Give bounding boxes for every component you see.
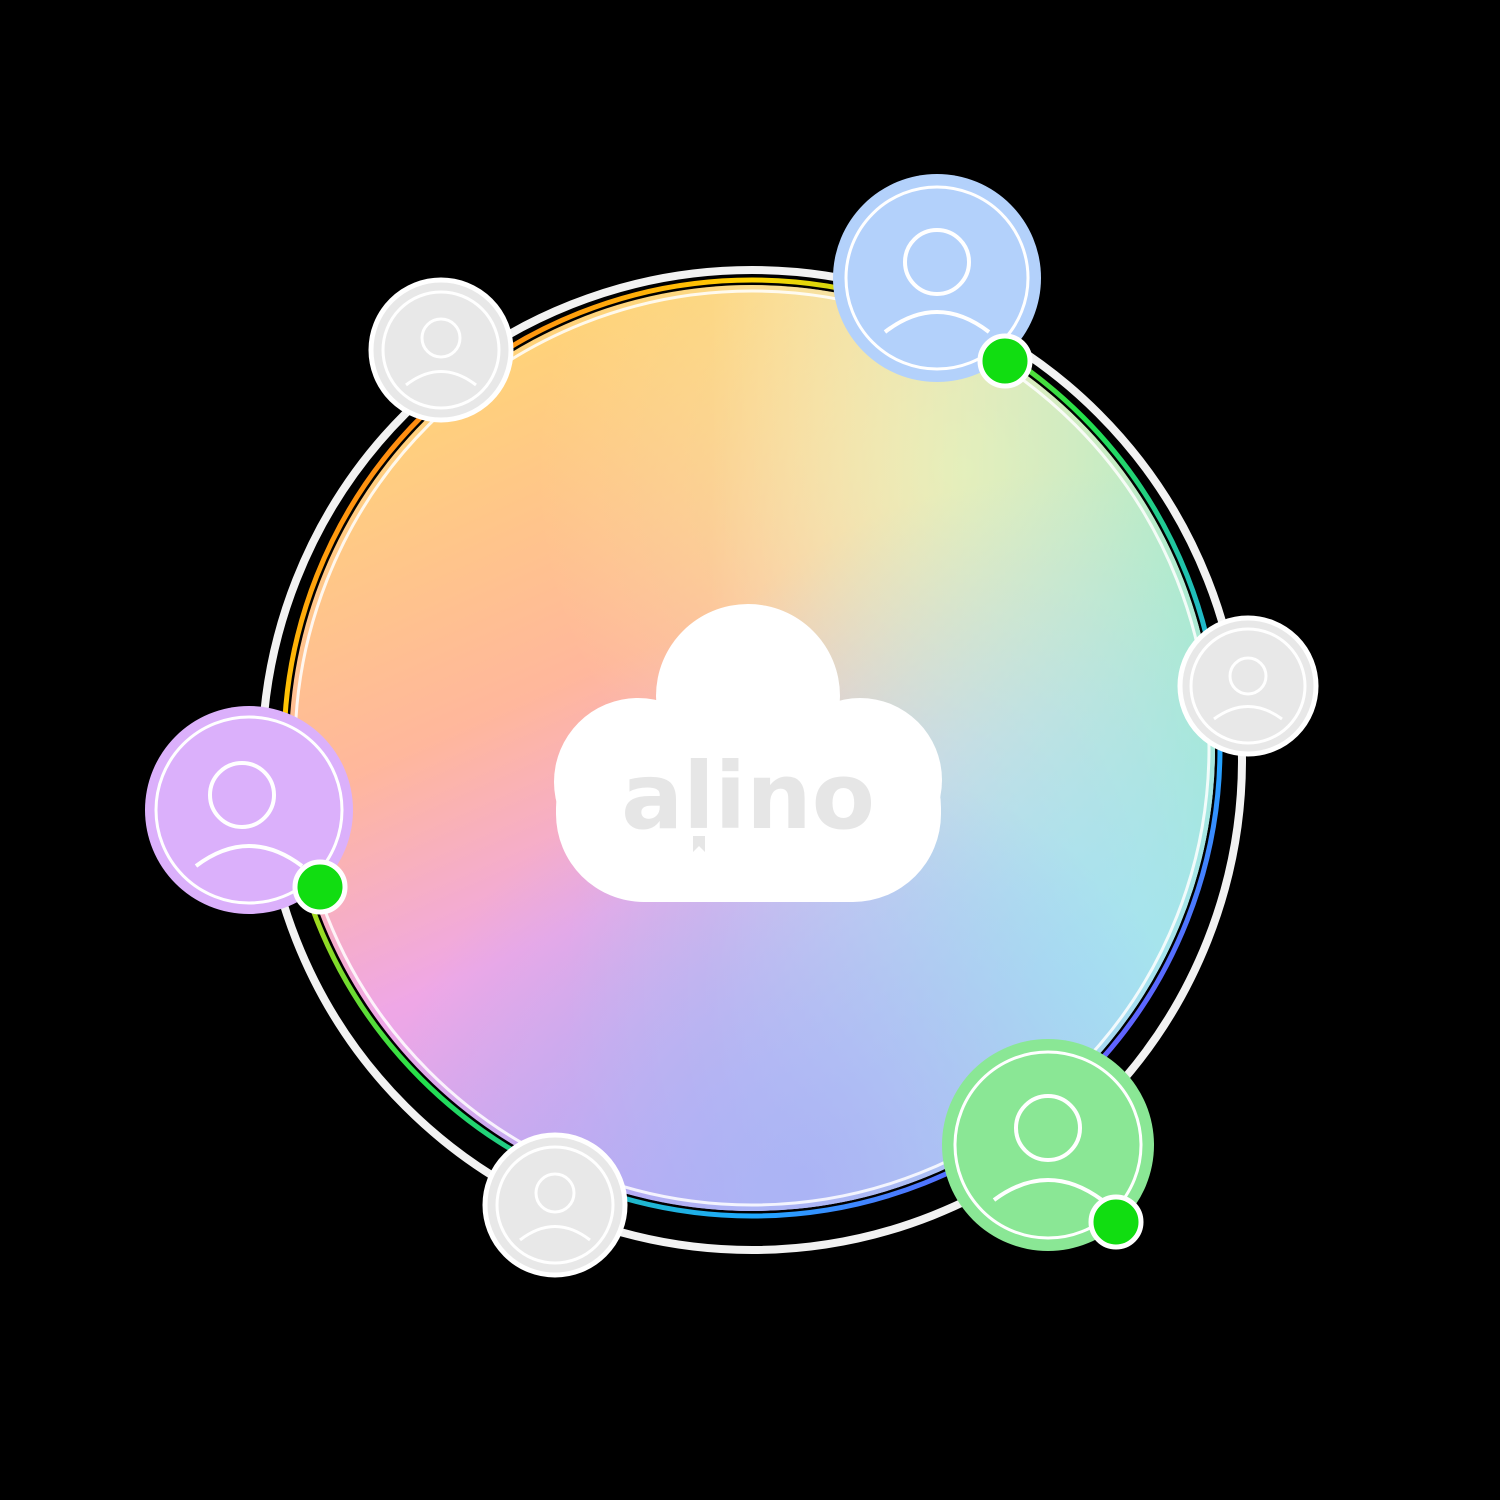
user-avatar-blue-top-right[interactable] (833, 174, 1041, 389)
user-icon (992, 1094, 1104, 1202)
user-avatar-green-bottom-right[interactable] (942, 1039, 1154, 1251)
online-status-indicator (977, 333, 1033, 389)
online-status-indicator (1088, 1194, 1144, 1250)
alino-cloud-logo: alino (554, 604, 942, 902)
user-icon (194, 761, 304, 868)
user-icon (1213, 656, 1283, 721)
online-status-indicator (292, 859, 348, 915)
user-avatar-gray-bottom[interactable] (482, 1132, 628, 1278)
user-icon (519, 1172, 591, 1242)
bookmark-icon (693, 836, 705, 852)
user-avatar-gray-top-left[interactable] (368, 277, 514, 423)
logo-text: alino (621, 743, 875, 850)
user-avatar-gray-right[interactable] (1177, 615, 1319, 757)
user-avatar-purple-left[interactable] (145, 706, 353, 915)
user-icon (405, 317, 477, 387)
cloud-icon (554, 604, 942, 902)
user-icon (883, 228, 991, 334)
